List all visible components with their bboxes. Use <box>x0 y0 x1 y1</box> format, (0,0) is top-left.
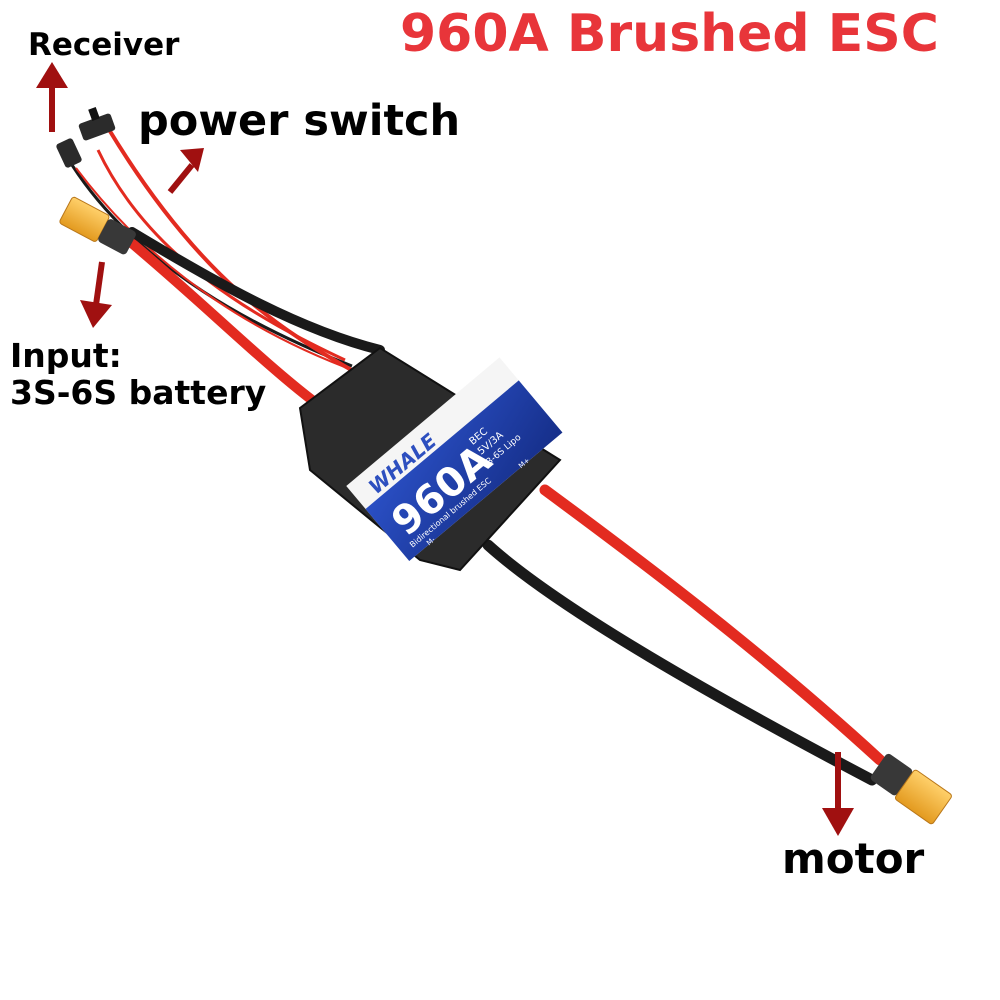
power-switch <box>78 106 116 141</box>
input-label: Input: 3S-6S battery <box>10 336 267 412</box>
arrow-motor-icon <box>822 752 854 836</box>
esc-minus-text: M- <box>425 535 437 547</box>
input-wires <box>123 227 385 405</box>
esc-body: WHALE 960A BEC 5V/3A 3-6S Lipo Bidirecti… <box>298 346 563 572</box>
receiver-plug <box>56 138 82 168</box>
motor-wires <box>482 484 886 786</box>
arrow-power-switch-icon <box>167 148 204 194</box>
input-connector <box>59 196 136 255</box>
receiver-label: Receiver <box>28 27 180 63</box>
annotation-arrows <box>36 62 854 836</box>
input-label-line2: 3S-6S battery <box>10 372 267 412</box>
motor-connector <box>870 753 952 825</box>
power-switch-label: power switch <box>138 96 461 146</box>
page-title: 960A Brushed ESC <box>400 4 939 64</box>
input-label-line1: Input: <box>10 336 122 375</box>
arrow-receiver-icon <box>36 62 68 132</box>
arrow-input-icon <box>80 261 112 328</box>
motor-label: motor <box>782 834 925 883</box>
